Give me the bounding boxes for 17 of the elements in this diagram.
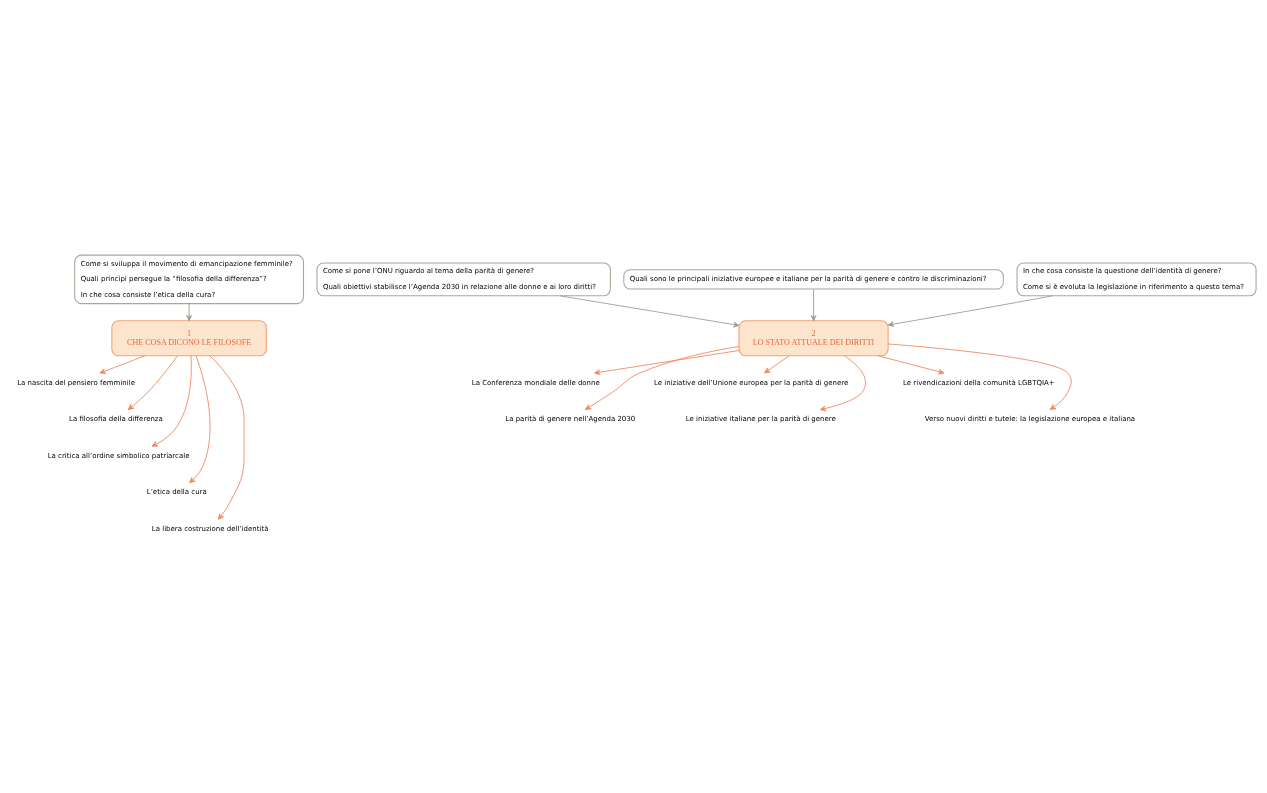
arrow xyxy=(584,345,740,410)
arrow xyxy=(186,302,192,321)
node-box: 1 CHE COSA DICONO LE FILOSOFE xyxy=(111,319,267,356)
arrow xyxy=(887,343,1072,410)
arrow xyxy=(878,354,945,374)
arrow xyxy=(189,355,211,483)
arrow xyxy=(763,354,790,373)
arrow xyxy=(887,294,1053,327)
arrow xyxy=(810,288,817,321)
arrow xyxy=(594,349,740,375)
arrow xyxy=(151,355,192,447)
arrow xyxy=(559,294,740,327)
arrow xyxy=(819,354,866,411)
arrow xyxy=(99,354,146,374)
arrow xyxy=(209,355,245,520)
node-box: 2 LO STATO ATTUALE DEI DIRITTI xyxy=(738,319,889,356)
arrow xyxy=(127,355,178,410)
